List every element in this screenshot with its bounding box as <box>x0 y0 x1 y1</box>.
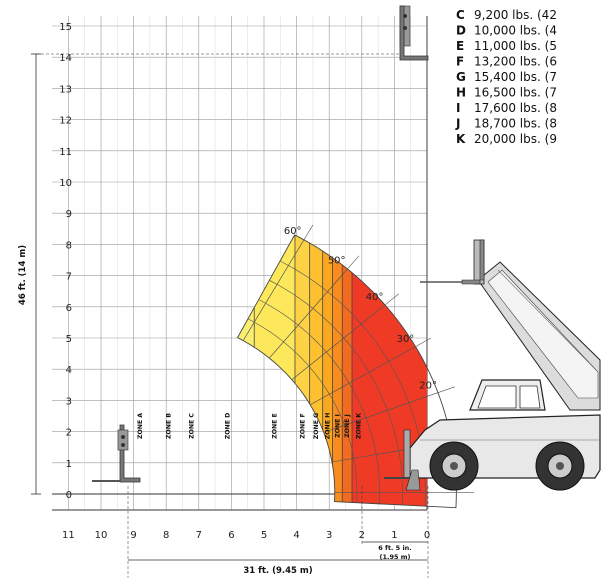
legend-capacity: 16,500 lbs. (7 <box>474 86 557 100</box>
legend-letter: K <box>456 132 466 146</box>
zone-band <box>294 234 310 508</box>
zone-band <box>342 234 353 508</box>
y-tick-label: 13 <box>59 84 72 95</box>
zone-band <box>322 234 333 508</box>
zone-band <box>68 0 154 520</box>
angle-label: 50° <box>328 256 346 267</box>
zone-label: ZONE F <box>299 413 306 439</box>
y-tick-label: 2 <box>66 428 72 439</box>
zone-band <box>183 0 201 520</box>
zone-label: ZONE B <box>166 413 173 439</box>
angle-label: 20° <box>419 381 437 392</box>
legend-capacity: 9,200 lbs. (42 <box>474 8 557 22</box>
legend-capacity: 13,200 lbs. (6 <box>474 55 557 69</box>
legend-letter: D <box>456 24 466 38</box>
zone-band <box>237 234 255 508</box>
legend-capacity: 15,400 lbs. (7 <box>474 70 557 84</box>
x-tick-label: 8 <box>163 530 169 541</box>
y-tick-label: 5 <box>66 334 72 345</box>
zone-labels: ZONE A ZONE B ZONE C ZONE D ZONE E ZONE F ZONE… <box>137 413 362 440</box>
x-tick-label: 11 <box>62 530 75 541</box>
zone-label: ZONE E <box>272 413 279 439</box>
y-tick-label: 9 <box>66 209 72 220</box>
y-tick-label: 4 <box>66 365 72 376</box>
front-overhang-label: 6 ft. 5 in. <box>378 544 412 552</box>
reach-label: 31 ft. (9.45 m) <box>243 566 312 576</box>
y-tick-label: 1 <box>66 459 72 470</box>
legend-letter: F <box>456 55 464 69</box>
legend-capacity: 20,000 lbs. (9 <box>474 132 557 146</box>
zone-label: ZONE H <box>325 413 332 439</box>
zone-band <box>155 0 183 520</box>
x-tick-label: 9 <box>130 530 136 541</box>
zone-label: ZONE G <box>313 413 320 439</box>
x-tick-label: 5 <box>261 530 267 541</box>
y-tick-label: 3 <box>66 396 72 407</box>
zone-band <box>309 234 323 508</box>
angle-label: 40° <box>366 292 384 303</box>
reach-dimension <box>127 486 429 578</box>
zone-label: ZONE K <box>356 413 363 439</box>
legend-letter: J <box>455 117 460 131</box>
y-tick-label: 10 <box>59 178 72 189</box>
legend-letter: I <box>456 101 460 115</box>
zone-label: ZONE A <box>137 413 144 439</box>
zone-label: ZONE I <box>334 414 341 438</box>
x-tick-label: 2 <box>359 530 365 541</box>
y-tick-label: 7 <box>66 272 72 283</box>
legend-letter: C <box>456 8 465 22</box>
legend-letter: E <box>456 39 464 53</box>
fork-icon-top <box>399 5 429 61</box>
zone-label: ZONE C <box>188 413 195 439</box>
legend-capacity: 17,600 lbs. (8 <box>474 101 557 115</box>
y-tick-label: 12 <box>59 116 72 127</box>
legend-capacity: 10,000 lbs. (4 <box>474 24 557 38</box>
x-tick-label: 7 <box>196 530 202 541</box>
x-tick-label: 1 <box>391 530 397 541</box>
y-tick-label: 11 <box>59 147 72 158</box>
zone-label: ZONE J <box>344 414 351 438</box>
x-tick-label: 0 <box>424 530 430 541</box>
zone-band <box>332 234 343 508</box>
y-tick-label: 0 <box>66 490 72 501</box>
angle-label: 30° <box>397 334 415 345</box>
legend-capacity: 18,700 lbs. (8 <box>474 117 557 131</box>
x-tick-label: 4 <box>293 530 299 541</box>
legend-capacity: 11,000 lbs. (5 <box>474 39 557 53</box>
height-label: 46 ft. (14 m) <box>18 245 28 305</box>
zone-band <box>254 234 295 508</box>
y-tick-label: 15 <box>59 22 72 33</box>
y-tick-label: 6 <box>66 303 72 314</box>
y-tick-label: 8 <box>66 240 72 251</box>
capacity-legend: C 9,200 lbs. (42D 10,000 lbs. (4 E 11,000 lb… <box>455 8 557 146</box>
legend-letter: G <box>456 70 466 84</box>
x-tick-label: 10 <box>95 530 108 541</box>
y-tick-label: 14 <box>59 53 72 64</box>
x-tick-label: 6 <box>228 530 234 541</box>
x-tick-label: 3 <box>326 530 332 541</box>
fork-icon-ground <box>92 424 141 483</box>
legend-letter: H <box>456 86 466 100</box>
angle-label: 60° <box>284 226 302 237</box>
telehandler-machine-icon <box>384 239 601 491</box>
height-dimension <box>31 53 400 495</box>
front-overhang-metric: (1.95 m) <box>379 553 410 561</box>
zone-label: ZONE D <box>224 413 231 439</box>
